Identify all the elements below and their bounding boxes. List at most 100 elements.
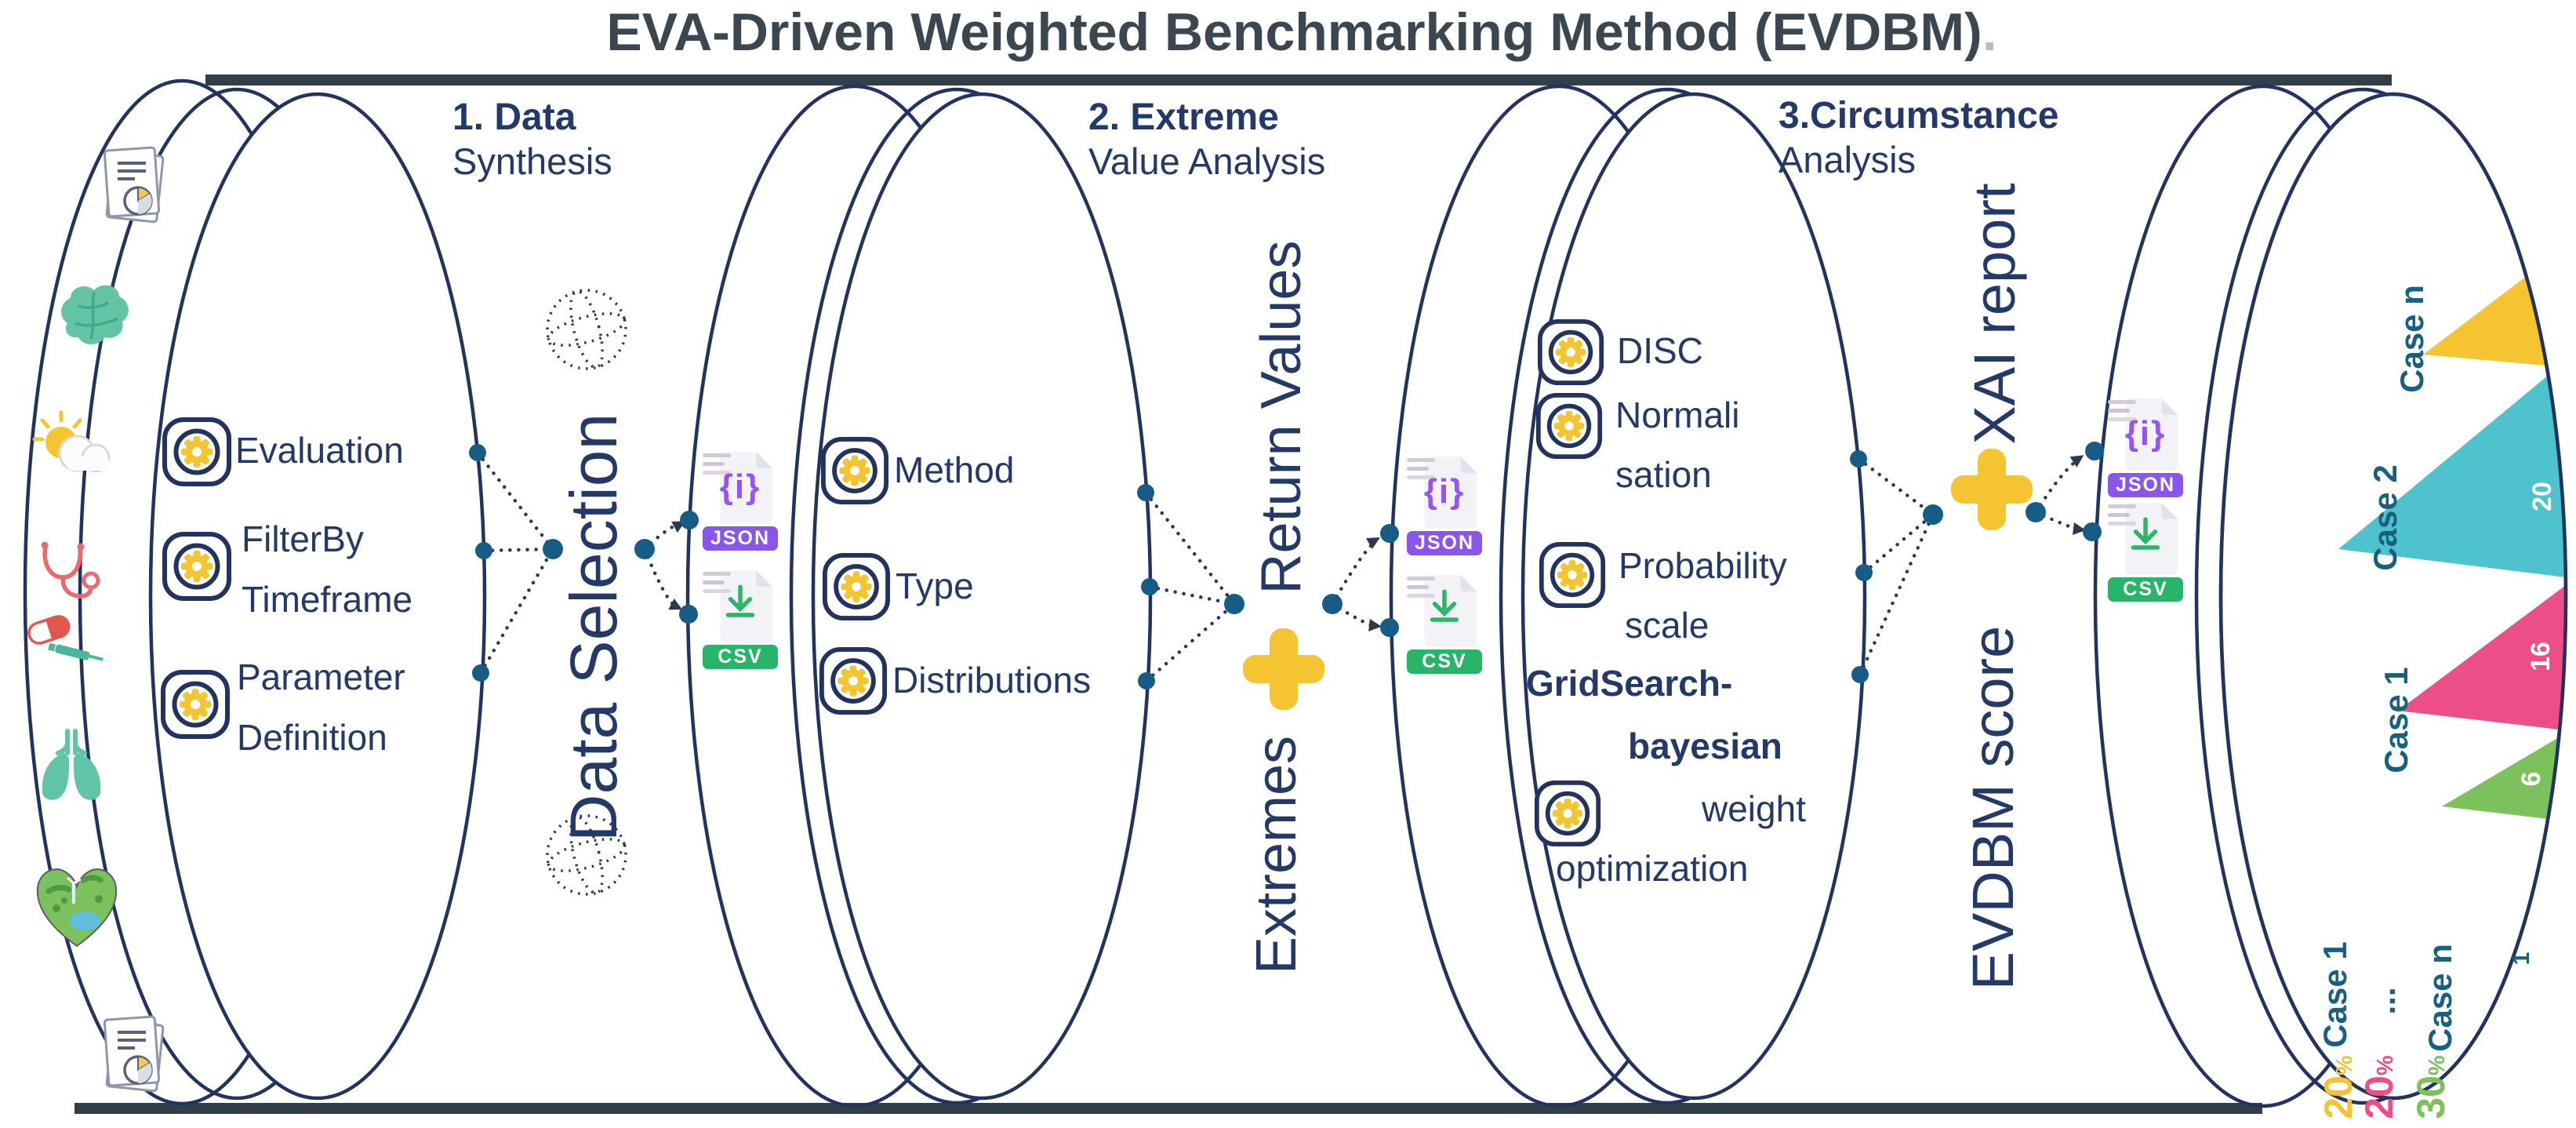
stage-item-label: Parameter [237, 657, 405, 697]
gridsearch-bayesian-label: bayesian [1628, 726, 1782, 766]
page-title-text: EVA-Driven Weighted Benchmarking Method … [606, 2, 1982, 62]
json-badge: JSON [2108, 473, 2183, 497]
plus-icon [1243, 628, 1324, 710]
page-title-period: . [1982, 2, 1997, 62]
output-case-2-label: Case 2 [2367, 464, 2403, 571]
stage3-heading: 3.Circumstance Analysis [1778, 97, 2059, 180]
stage-item-label: weight [1702, 788, 1806, 829]
legend-case-n-label: Case n [2422, 944, 2458, 1052]
file-page-shape [2125, 398, 2178, 471]
land-heart-icon [33, 853, 121, 956]
csv-badge: CSV [2108, 577, 2183, 602]
legend-pct-green-value: 30 [2409, 1075, 2453, 1119]
percent-symbol: % [2332, 1055, 2357, 1076]
gear-item-icon [162, 417, 232, 491]
output-case-n-label: Case n [2393, 285, 2430, 393]
stage2-heading-number: 2. Extreme [1088, 96, 1279, 138]
legend-pct-green: 30% [2409, 1055, 2453, 1119]
file-page-shape [2125, 503, 2178, 575]
stage-item-label: Timeframe [242, 579, 413, 620]
stage2-ellipse [811, 92, 1153, 1101]
gear-icon [1534, 780, 1601, 847]
doc-lines [2108, 504, 2136, 530]
gear-item-icon [1534, 780, 1601, 851]
stage-item-label: DISC [1617, 330, 1703, 371]
stage-item-label: Distributions [892, 660, 1092, 700]
gear-item-icon [819, 646, 888, 719]
download-arrow-icon [725, 584, 755, 617]
json-glyph: {i} [719, 468, 761, 506]
flow-label-xai-report: XAI report [1962, 183, 2027, 445]
csv-file-icon: CSV [703, 567, 778, 669]
doc-lines [1407, 577, 1435, 602]
json-glyph: {i} [1423, 472, 1466, 511]
legend-case-1-label: Case 1 [2316, 941, 2353, 1048]
output-case-1-label: Case 1 [2378, 667, 2414, 773]
title-underline [205, 75, 2392, 86]
download-arrow-icon [1430, 589, 1459, 622]
stage-item-label: scale [1625, 605, 1709, 646]
stage3-heading-subtitle: Analysis [1778, 139, 1917, 180]
pennant-value-16: 16 [2526, 642, 2556, 671]
gear-item-icon [1539, 541, 1606, 613]
stage3-ellipse [1521, 92, 1867, 1101]
pennant-case-n [2423, 276, 2546, 366]
gear-icon [162, 417, 231, 486]
arrow-head [668, 598, 683, 610]
stage1-heading-number: 1. Data [452, 96, 576, 138]
csv-glyph [1419, 586, 1470, 640]
stage-item-label: Method [894, 449, 1015, 490]
gear-item-icon [1535, 392, 1603, 464]
globe-mesh-icon [546, 814, 627, 896]
flow-label-data-selection: Data Selection [557, 413, 630, 842]
lungs-icon [35, 726, 108, 807]
gear-icon [1539, 541, 1606, 609]
file-page-shape [1424, 457, 1477, 529]
doc-lines [2108, 400, 2136, 426]
tube-bottom-bar [74, 1103, 2262, 1114]
stethoscope-icon [35, 540, 104, 616]
json-file-icon: {i}JSON [1407, 453, 1482, 555]
legend-pct-pink-value: 20 [2357, 1075, 2401, 1119]
arrow-head [1368, 619, 1382, 631]
percent-symbol: % [2373, 1055, 2398, 1076]
stage2-heading: 2. Extreme Value Analysis [1088, 99, 1325, 180]
page-title: EVA-Driven Weighted Benchmarking Method … [606, 2, 1996, 63]
cylinder-rims [23, 78, 2568, 1108]
stage-item-label: Definition [237, 717, 387, 758]
gear-icon [1537, 318, 1604, 386]
brain-icon [52, 275, 136, 363]
stage1-ellipse [148, 92, 487, 1101]
gear-item-icon [820, 436, 889, 509]
stage-item-label: FilterBy [242, 519, 364, 559]
stage-item-label: Evaluation [235, 430, 404, 471]
json-badge: JSON [703, 526, 778, 551]
report-icon [99, 141, 171, 233]
file-page-shape [720, 570, 773, 642]
csv-file-icon: CSV [1407, 572, 1482, 674]
arrow-head [1366, 537, 1380, 549]
arrow-head [2073, 522, 2086, 535]
csv-badge: CSV [1407, 650, 1482, 674]
gear-icon [820, 436, 889, 505]
flow-label-extremes: Extremes [1245, 735, 1308, 975]
legend-ellipsis: ... [2365, 987, 2402, 1015]
stage2-heading-subtitle: Value Analysis [1088, 140, 1326, 182]
gear-icon [822, 552, 891, 621]
gear-icon [162, 532, 231, 601]
globe-mesh-icon [546, 289, 627, 370]
json-glyph: {i} [2124, 414, 2167, 453]
pennant-case-1 [2398, 585, 2566, 730]
stage-item-label: Normali [1615, 395, 1740, 435]
legend-pct-yellow-value: 20 [2316, 1075, 2360, 1119]
report-icon [99, 1010, 171, 1102]
json-file-icon: {i} JSON [2108, 395, 2183, 497]
arrow-head [2069, 455, 2084, 468]
doc-lines [703, 572, 731, 598]
legend-pct-pink: 20% [2357, 1055, 2401, 1119]
plus-icon [1951, 449, 2033, 530]
medication-icon [24, 606, 110, 679]
csv-glyph [2120, 514, 2171, 568]
